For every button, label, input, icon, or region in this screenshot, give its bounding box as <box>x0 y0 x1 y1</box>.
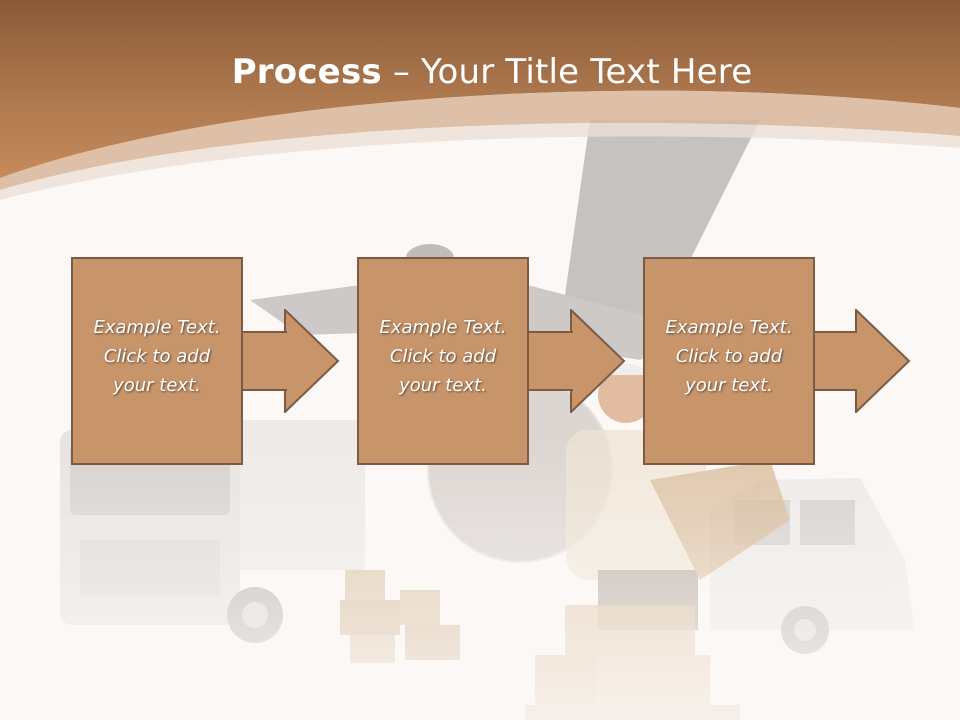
step-text-line: Click to add <box>675 346 783 367</box>
step-box-shape <box>71 257 243 465</box>
title-rest-text: – Your Title Text Here <box>381 52 753 92</box>
slide-title[interactable]: Process – Your Title Text Here <box>0 52 960 92</box>
step-box-1[interactable]: Example Text. Click to add your text. <box>71 257 243 465</box>
step-box-shape <box>357 257 529 465</box>
step-arrow-3 <box>855 309 911 413</box>
step-text-line: Click to add <box>389 346 497 367</box>
step-box-shape <box>643 257 815 465</box>
step-arrow-3-shaft <box>815 331 857 391</box>
step-text-line: Example Text. <box>665 317 793 338</box>
step-box-3[interactable]: Example Text. Click to add your text. <box>643 257 815 465</box>
title-bold-text: Process <box>231 52 382 92</box>
step-text-line: your text. <box>685 375 773 396</box>
step-text-line: Example Text. <box>379 317 507 338</box>
step-box-2[interactable]: Example Text. Click to add your text. <box>357 257 529 465</box>
step-text: Example Text. Click to add your text. <box>71 313 243 400</box>
header-band <box>0 0 960 178</box>
step-arrow-2 <box>570 309 626 413</box>
step-text: Example Text. Click to add your text. <box>357 313 529 400</box>
step-arrow-2-shaft <box>529 331 573 391</box>
step-text-line: your text. <box>113 375 201 396</box>
step-text-line: Example Text. <box>93 317 221 338</box>
header-swoosh <box>0 90 960 190</box>
step-arrow-1-shaft <box>243 331 287 391</box>
step-arrow-1 <box>284 309 340 413</box>
step-text: Example Text. Click to add your text. <box>643 313 815 400</box>
step-text-line: your text. <box>399 375 487 396</box>
step-text-line: Click to add <box>103 346 211 367</box>
